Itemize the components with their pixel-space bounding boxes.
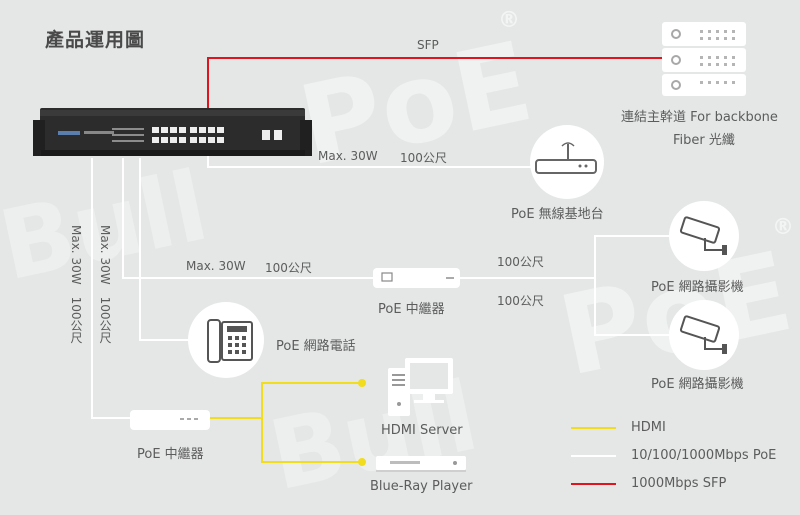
camera1-icon xyxy=(669,201,739,271)
camera1-distance-label: 100公尺 xyxy=(497,255,544,269)
page-title: 產品運用圖 xyxy=(45,29,146,51)
bluray-label: Blue-Ray Player xyxy=(370,479,473,494)
phone-link xyxy=(139,158,188,341)
wireless-ap-icon xyxy=(530,125,604,199)
legend-label-sfp: 1000Mbps SFP xyxy=(631,476,727,491)
camera2-link xyxy=(594,278,670,336)
extender-bottom-icon xyxy=(130,410,210,430)
extender-top-link xyxy=(122,158,373,279)
hdmi-endpoint-bluray xyxy=(358,458,366,466)
camera1-link xyxy=(460,235,670,279)
phone-icon xyxy=(188,302,264,378)
server-rack-icon xyxy=(662,22,746,96)
sfp-label: SFP xyxy=(417,38,439,52)
legend-label-poe: 10/100/1000Mbps PoE xyxy=(631,448,777,463)
vertical-label-1: Max. 30W 100公尺 xyxy=(69,225,83,344)
hdmi-server-icon xyxy=(388,358,453,416)
extender-distance-label: 100公尺 xyxy=(265,261,312,275)
camera1-label: PoE 網路攝影機 xyxy=(651,280,744,295)
backbone-label-line2: Fiber 光纖 xyxy=(673,133,735,148)
ap-label: PoE 無線基地台 xyxy=(511,207,604,222)
extender-top-label: PoE 中繼器 xyxy=(378,302,445,317)
extender-bottom-link xyxy=(91,158,130,419)
extender-bottom-label: PoE 中繼器 xyxy=(137,447,204,462)
camera2-icon xyxy=(669,300,739,370)
poe-switch xyxy=(33,108,312,156)
backbone-label-line1: 連結主幹道 For backbone xyxy=(621,110,778,125)
sfp-link xyxy=(207,57,665,108)
ap-distance-label: 100公尺 xyxy=(400,151,447,165)
hdmi-server-label: HDMI Server xyxy=(381,423,463,438)
camera2-label: PoE 網路攝影機 xyxy=(651,377,744,392)
bluray-icon xyxy=(376,456,466,472)
camera2-distance-label: 100公尺 xyxy=(497,294,544,308)
phone-label: PoE 網路電話 xyxy=(276,339,356,354)
ap-power-label: Max. 30W xyxy=(318,149,378,163)
hdmi-link-bluray xyxy=(261,418,362,463)
hdmi-link-server xyxy=(210,382,362,419)
extender-power-label: Max. 30W xyxy=(186,259,246,273)
legend-label-hdmi: HDMI xyxy=(631,420,666,435)
extender-top-icon xyxy=(373,268,460,288)
hdmi-endpoint-server xyxy=(358,379,366,387)
vertical-label-2: Max. 30W 100公尺 xyxy=(98,225,112,344)
